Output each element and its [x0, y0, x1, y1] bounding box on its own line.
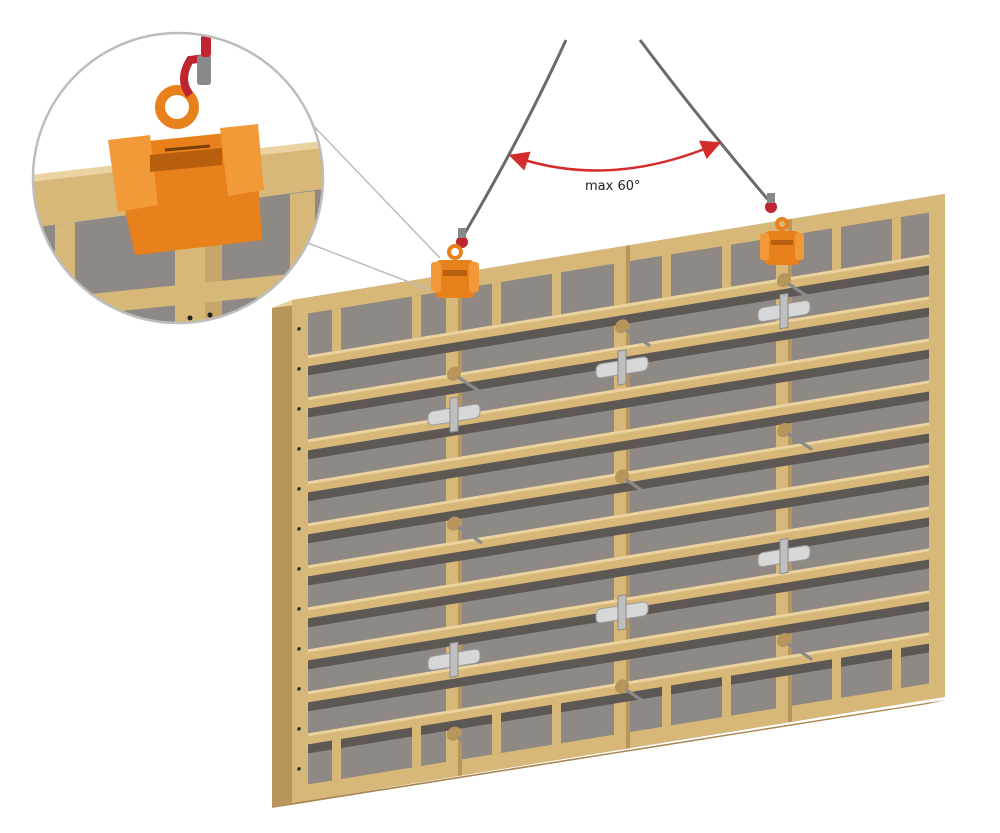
tie-nut-5 [615, 469, 629, 484]
waler-shadow-1 [308, 264, 929, 376]
panel-face [292, 193, 945, 803]
tie-rod-6 [787, 432, 813, 451]
frame-bolt-hole [297, 767, 301, 771]
frame-right [929, 193, 945, 700]
tie-rod-8 [625, 688, 651, 708]
clamp-screw-1 [449, 396, 459, 433]
bottom-blocking-6 [722, 674, 731, 718]
top-blocking-5 [662, 254, 671, 298]
hook-left [456, 228, 468, 248]
clamp-screw-6 [779, 537, 789, 575]
waler-shadow-7 [308, 516, 929, 628]
angle-arrow [508, 140, 722, 172]
bottom-blocking-1 [332, 738, 341, 781]
zoom-circle-border [31, 31, 325, 325]
cable-left [460, 39, 568, 239]
frame-bolt-hole [297, 487, 301, 491]
lifting-cables [456, 39, 777, 248]
zoom-shackle-ring [155, 85, 199, 129]
top-blocking-3 [492, 282, 501, 326]
detail-zoom-callout [31, 31, 441, 325]
waler-shadow-4 [308, 390, 929, 502]
cable-right [638, 39, 772, 203]
frame-bolt-hole [297, 407, 301, 411]
frame-bolt-hole [297, 367, 301, 371]
clamp-screw-3 [779, 292, 789, 330]
zoom-leader-top [305, 117, 441, 259]
waler-highlight-7 [308, 506, 929, 611]
bottom-blocking-2 [412, 725, 421, 768]
lifting-clamp-left [431, 244, 479, 298]
frame-bolt-hole [297, 527, 301, 531]
tie-nut-1 [447, 366, 461, 381]
tie-rod-3 [787, 282, 813, 301]
waler-highlight-2 [308, 296, 929, 401]
frame-bolt-hole [297, 447, 301, 451]
lifting-clamp-right [760, 217, 804, 265]
frame-left [292, 297, 308, 803]
waler-highlight-1 [308, 254, 929, 359]
zoom-red-hook [180, 35, 211, 98]
frame-bolt-hole [297, 647, 301, 651]
tie-nut-7 [447, 726, 461, 741]
waler-shadow-3 [308, 348, 929, 460]
frame-bolt-hole [297, 607, 301, 611]
frame-bolt-hole [297, 567, 301, 571]
bottom-blocking-5 [662, 684, 671, 727]
top-blocking-4 [552, 272, 561, 316]
waler-shadow-10 [308, 642, 929, 754]
tie-nut-3 [777, 272, 791, 288]
tie-rod-9 [787, 642, 813, 661]
tie-rod-7 [457, 735, 483, 755]
frame-bolt-hole [297, 327, 301, 331]
waler-shadow-5 [308, 432, 929, 544]
clamp-screw-2 [617, 349, 627, 386]
tie-rod-1 [457, 375, 483, 395]
waler-highlight-4 [308, 380, 929, 485]
zoom-lifting-clamp [108, 85, 264, 255]
top-blocking-7 [832, 226, 841, 271]
tie-rod-5 [625, 478, 651, 498]
vertical-post-shadow-3 [788, 218, 792, 723]
frame-bolt-hole [297, 727, 301, 731]
top-blocking-6 [722, 244, 731, 289]
waler-shadow-6 [308, 474, 929, 586]
bottom-blocking-4 [552, 702, 561, 745]
bottom-blocking-7 [832, 656, 841, 700]
waler-highlight-6 [308, 464, 929, 569]
waler-shadow-9 [308, 600, 929, 712]
frame-bolt-hole [297, 687, 301, 691]
bottom-blocking-3 [492, 712, 501, 755]
wall-formwork-panel [272, 193, 945, 808]
clamp-screw-5 [617, 594, 627, 631]
top-blocking-1 [332, 308, 341, 352]
hook-right [765, 193, 777, 213]
top-blocking-2 [412, 295, 421, 339]
tie-nut-9 [777, 632, 791, 648]
tie-rod-4 [457, 525, 483, 545]
bottom-blocking-8 [892, 647, 901, 690]
zoom-leader-bottom [299, 239, 431, 291]
waler-highlight-9 [308, 590, 929, 695]
panel-bottom-edge [272, 700, 945, 808]
tie-nut-6 [777, 422, 791, 438]
clamp-screw-4 [449, 641, 459, 678]
tie-nut-2 [615, 319, 629, 334]
tie-nut-8 [615, 679, 629, 694]
tie-nut-4 [447, 516, 461, 531]
tie-rod-2 [625, 328, 651, 348]
top-blocking-8 [892, 217, 901, 261]
panel-side-edge [272, 300, 292, 808]
angle-label: max 60° [585, 179, 641, 194]
